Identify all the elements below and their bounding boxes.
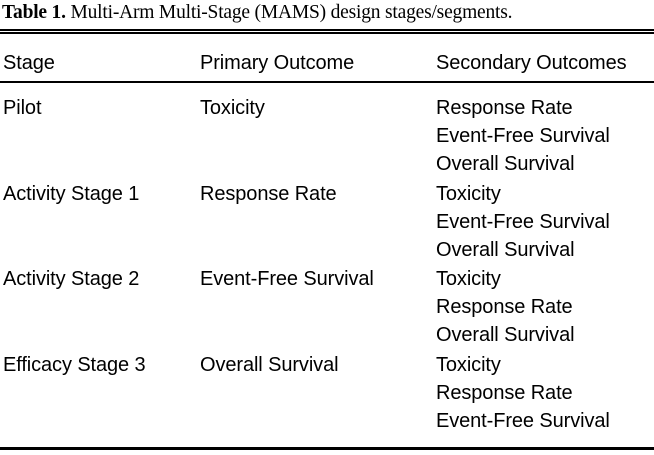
table-top-rule (0, 29, 654, 31)
cell-primary-outcome: Overall Survival (200, 354, 339, 376)
cell-stage: Activity Stage 1 (3, 183, 140, 205)
secondary-outcome-item: Toxicity (436, 268, 501, 290)
secondary-outcome-item: Toxicity (436, 354, 501, 376)
secondary-outcome-item: Overall Survival (436, 153, 575, 175)
column-header-stage: Stage (3, 52, 55, 74)
secondary-outcome-item: Event-Free Survival (436, 410, 610, 432)
secondary-outcome-list: Toxicity Event-Free Survival Overall Sur… (436, 180, 654, 264)
cell-secondary-outcomes: Toxicity Event-Free Survival Overall Sur… (436, 180, 654, 264)
cell-stage: Efficacy Stage 3 (3, 354, 146, 376)
cell-secondary-outcomes: Toxicity Response Rate Overall Survival (436, 265, 654, 349)
secondary-outcome-list: Response Rate Event-Free Survival Overal… (436, 94, 654, 178)
secondary-outcome-list: Toxicity Response Rate Event-Free Surviv… (436, 351, 654, 435)
table-top-rule-inner (0, 32, 654, 34)
secondary-outcome-item: Overall Survival (436, 239, 575, 261)
cell-stage: Activity Stage 2 (3, 268, 140, 290)
secondary-outcome-item: Toxicity (436, 183, 501, 205)
cell-stage: Pilot (3, 97, 42, 119)
secondary-outcome-item: Event-Free Survival (436, 125, 610, 147)
cell-primary-outcome: Toxicity (200, 97, 265, 119)
cell-primary-outcome: Event-Free Survival (200, 268, 374, 290)
table-bottom-rule (0, 447, 654, 450)
table-header-rule (0, 81, 654, 83)
table-caption: Table 1. Multi-Arm Multi-Stage (MAMS) de… (2, 1, 654, 27)
cell-secondary-outcomes: Toxicity Response Rate Event-Free Surviv… (436, 351, 654, 435)
cell-secondary-outcomes: Response Rate Event-Free Survival Overal… (436, 94, 654, 178)
table-caption-text: Multi-Arm Multi-Stage (MAMS) design stag… (65, 2, 513, 23)
column-header-secondary-outcomes: Secondary Outcomes (436, 52, 627, 74)
secondary-outcome-item: Response Rate (436, 97, 573, 119)
column-header-primary-outcome: Primary Outcome (200, 52, 355, 74)
secondary-outcome-list: Toxicity Response Rate Overall Survival (436, 265, 654, 349)
table-caption-label: Table 1. (2, 2, 66, 23)
secondary-outcome-item: Response Rate (436, 296, 573, 318)
cell-primary-outcome: Response Rate (200, 183, 337, 205)
secondary-outcome-item: Event-Free Survival (436, 211, 610, 233)
secondary-outcome-item: Overall Survival (436, 324, 575, 346)
secondary-outcome-item: Response Rate (436, 382, 573, 404)
